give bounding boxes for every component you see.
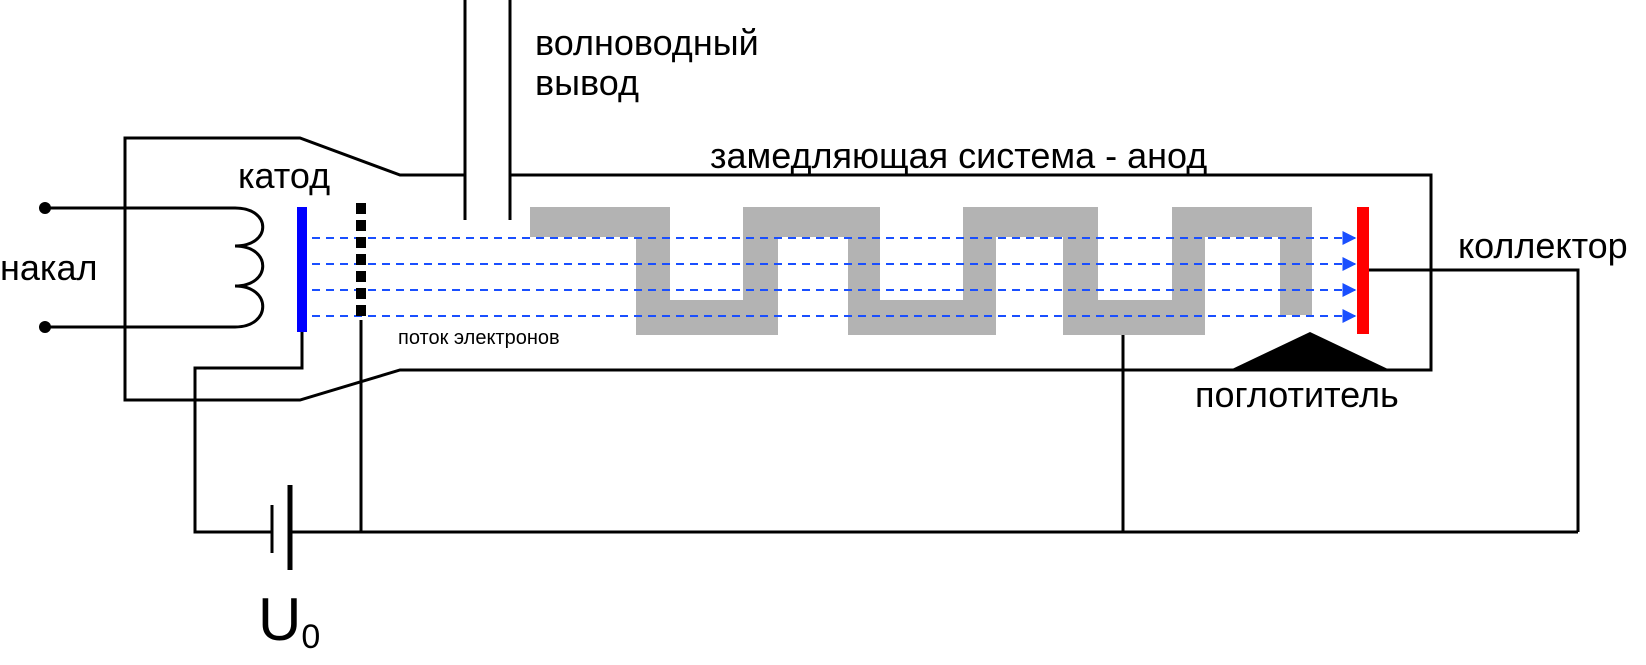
heater-terminal-top	[39, 202, 51, 214]
label-voltage-u0: U0	[258, 590, 321, 656]
cathode-plate	[297, 207, 307, 332]
slow-wave-structure	[530, 207, 1312, 335]
battery	[270, 485, 293, 570]
label-slow-wave-anode: замедляющая система - анод	[710, 135, 1208, 176]
voltage-main: U	[258, 586, 302, 653]
label-absorber: поглотитель	[1195, 374, 1399, 415]
label-heater: накал	[0, 247, 98, 288]
absorber	[1230, 332, 1390, 370]
label-cathode: катод	[238, 155, 331, 196]
voltage-subscript: 0	[301, 618, 321, 656]
label-collector: коллектор	[1458, 225, 1628, 266]
collector-plate	[1357, 207, 1369, 334]
tube-envelope	[123, 136, 1433, 402]
waveguide-output	[463, 0, 512, 220]
supply-wiring	[193, 268, 1580, 534]
label-waveguide-line1: волноводный	[535, 22, 759, 63]
label-electron-flow: поток электронов	[398, 327, 560, 349]
label-waveguide-line2: вывод	[535, 62, 639, 103]
heater-terminal-bottom	[39, 321, 51, 333]
envelope-upper	[123, 136, 1433, 402]
electron-beams	[312, 231, 1357, 323]
heater-circuit	[45, 206, 265, 329]
